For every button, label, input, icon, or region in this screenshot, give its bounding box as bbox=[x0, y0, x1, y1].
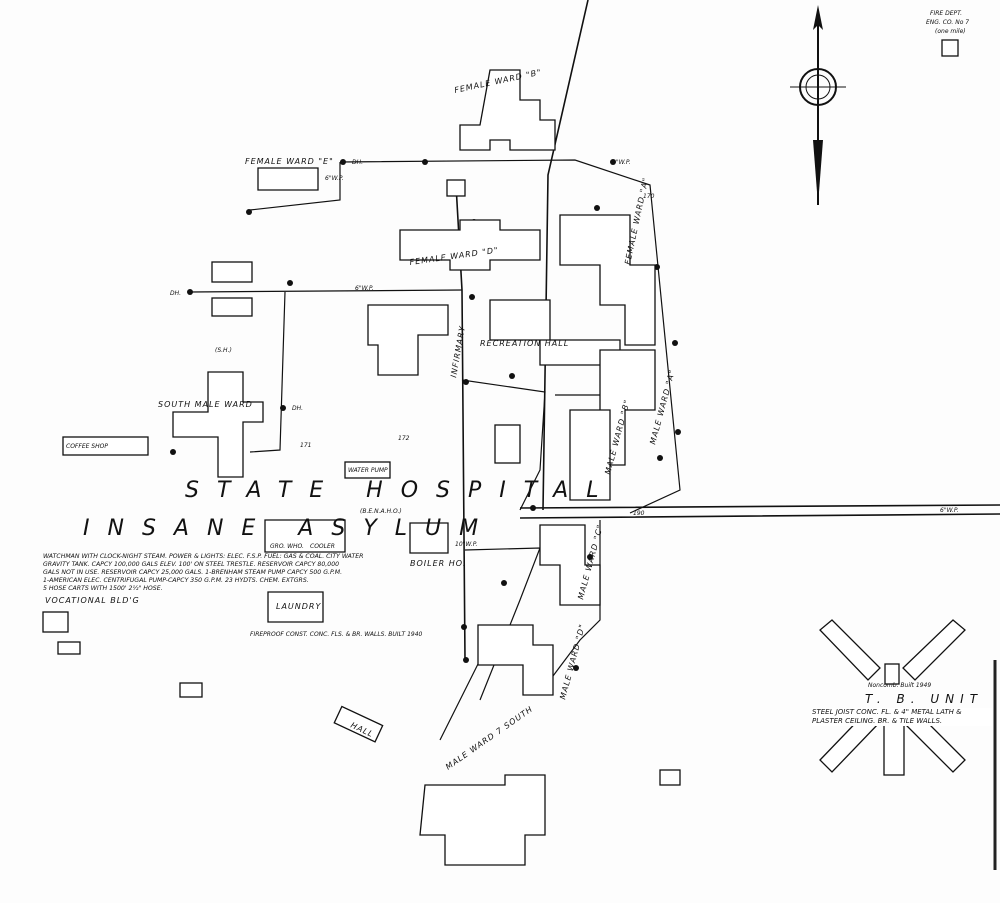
north-arrow-compass bbox=[790, 5, 846, 205]
label-sh: (S.H.) bbox=[215, 347, 232, 354]
label-laundry-note: FIREPROOF CONST. CONC. FLS. & BR. WALLS.… bbox=[250, 631, 423, 638]
label-male-ward-d: MALE WARD "D" bbox=[558, 623, 587, 701]
map-number-171: 171 bbox=[300, 442, 311, 449]
boiler-house-building bbox=[409, 522, 449, 554]
pipe-east bbox=[519, 504, 1000, 519]
map-number-170: 170 bbox=[643, 193, 655, 200]
fire-dept-label: FIRE DEPT. bbox=[930, 10, 962, 17]
water-pipes bbox=[189, 0, 1000, 741]
label-boiler-house: BOILER HO. bbox=[410, 559, 466, 568]
label-water-pump: WATER PUMP bbox=[348, 467, 388, 474]
title-state-hospital: STATE HOSPITAL bbox=[185, 478, 616, 503]
infirmary-building bbox=[367, 304, 449, 376]
label-tb-construction: STEEL JOIST CONC. FL. & 4" METAL LATH & … bbox=[812, 708, 992, 726]
dh-label: DH. bbox=[170, 290, 181, 297]
label-male-ward-south: MALE WARD 7 SOUTH bbox=[444, 704, 535, 771]
subtitle: (B.E.N.A.H.O.) bbox=[360, 508, 402, 515]
label-tb-unit: T. B. UNIT bbox=[865, 692, 983, 706]
label-tb-note: Noncomb. Built 1949 bbox=[868, 682, 931, 689]
label-vocational: VOCATIONAL BLD'G bbox=[45, 596, 140, 605]
note-line: GALS NOT IN USE. RESERVOIR CAPCY 25,000 … bbox=[43, 569, 342, 576]
pipe-label: 10"W.P. bbox=[455, 541, 478, 548]
label-recreation-hall: RECREATION HALL bbox=[480, 339, 569, 348]
fire-dept-distance: (one mile) bbox=[935, 28, 966, 35]
pipe-label: 6"W.P. bbox=[325, 175, 344, 182]
label-female-ward-e: FEMALE WARD "E" bbox=[245, 157, 334, 166]
pipe-label: 6"W.P. bbox=[355, 285, 374, 292]
laundry-building bbox=[267, 591, 324, 623]
note-line: GRAVITY TANK. CAPCY 100,000 GALS ELEV. 1… bbox=[43, 561, 339, 568]
south-male-ward-building bbox=[172, 371, 264, 478]
male-ward-south-building bbox=[419, 774, 546, 866]
map-number-172: 172 bbox=[398, 435, 410, 442]
label-infirmary: INFIRMARY bbox=[449, 325, 467, 379]
female-ward-e-building bbox=[257, 167, 319, 191]
notes-block: WATCHMAN WITH CLOCK-NIGHT STEAM. POWER &… bbox=[43, 553, 363, 592]
note-line: 1-AMERICAN ELEC. CENTRIFUGAL PUMP-CAPCY … bbox=[43, 577, 309, 584]
label-south-male-ward: SOUTH MALE WARD bbox=[158, 400, 253, 409]
pipe-label: 6"W.P. bbox=[940, 507, 959, 514]
buildings bbox=[42, 39, 966, 866]
note-line: 5 HOSE CARTS WITH 1500' 2½" HOSE. bbox=[43, 584, 163, 592]
male-ward-d-building bbox=[477, 624, 554, 696]
fire-dept-company: ENG. CO. No 7 bbox=[926, 19, 969, 26]
male-ward-c-building bbox=[539, 524, 601, 606]
note-line: WATCHMAN WITH CLOCK-NIGHT STEAM. POWER &… bbox=[43, 553, 363, 560]
pipe-label: 8"W.P. bbox=[612, 159, 631, 166]
male-ward-b-building bbox=[569, 409, 611, 501]
female-ward-d-building bbox=[399, 219, 541, 271]
gro-who-building bbox=[264, 519, 346, 553]
label-gro-who: GRO. WHO. bbox=[270, 543, 304, 550]
label-coffee-shop: COFFEE SHOP bbox=[66, 443, 108, 450]
female-ward-a-building bbox=[559, 214, 656, 346]
label-cooler: COOLER bbox=[310, 543, 335, 550]
female-ward-b-building bbox=[459, 69, 556, 151]
dh-label: DH. bbox=[292, 405, 303, 412]
dh-label: DH. bbox=[352, 159, 363, 166]
map-number-190: 190 bbox=[633, 510, 645, 517]
label-laundry: LAUNDRY bbox=[276, 602, 321, 611]
title-insane-asylum: INSANE ASYLUM bbox=[83, 516, 496, 541]
